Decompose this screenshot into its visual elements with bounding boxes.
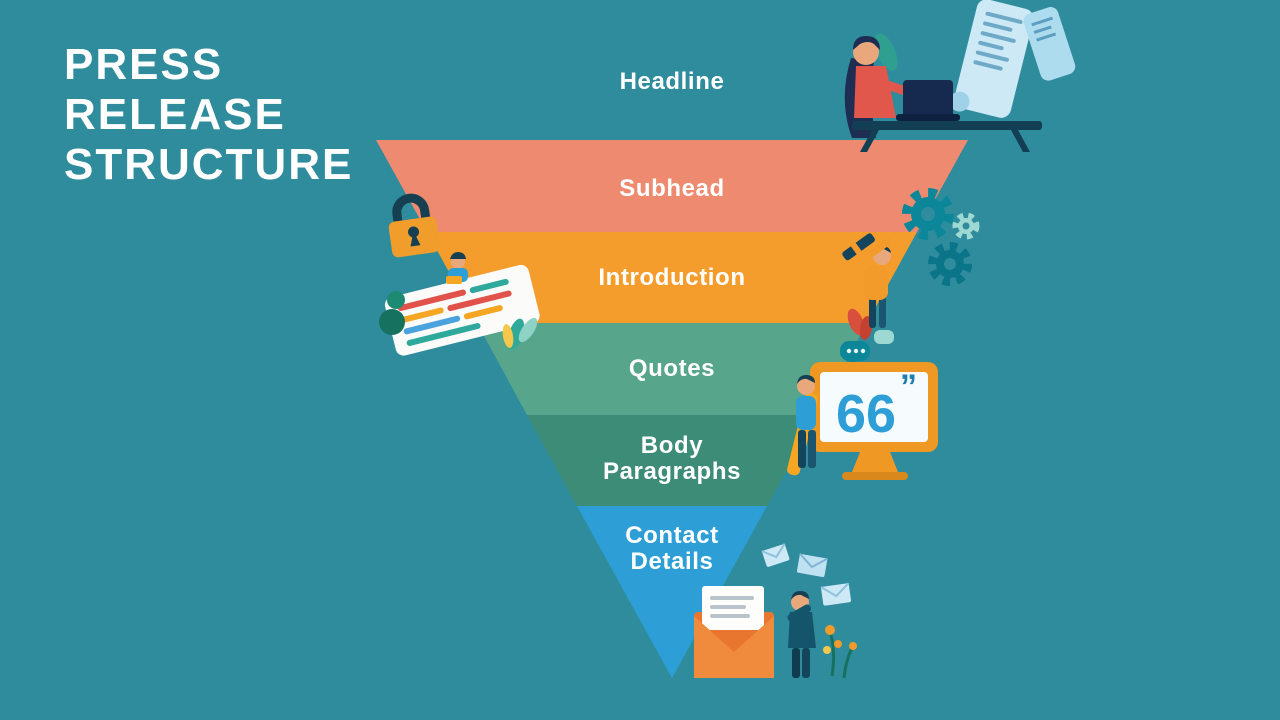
funnel-band-introduction: [427, 232, 917, 323]
quotes-monitor-illustration: 66 ”: [787, 330, 938, 480]
quote-marks-glyph: 66: [836, 384, 896, 444]
padlock-icon: [388, 193, 440, 258]
funnel-label-introduction: Introduction: [598, 264, 746, 291]
funnel-band-quotes: [477, 323, 867, 415]
envelope-mail-illustration: [694, 543, 857, 679]
scroll-document-illustration: [379, 252, 540, 356]
funnel-band-contact-details: [577, 506, 767, 678]
leaf-icon: [874, 33, 898, 71]
laptop-icon: [903, 80, 953, 118]
page-title: PRESS RELEASE STRUCTURE: [64, 40, 354, 189]
telescope-icon: [842, 233, 875, 261]
telescope-person-illustration: [842, 233, 892, 340]
funnel-label-body-paragraphs: Body Paragraphs: [602, 432, 742, 485]
funnel-band-body-paragraphs: [527, 415, 817, 506]
funnel-label-quotes: Quotes: [628, 355, 716, 382]
funnel-label-headline: Headline: [619, 68, 725, 95]
funnel-label-contact-details: Contact Details: [625, 522, 719, 575]
funnel-band-subhead: [376, 140, 968, 232]
funnel-label-subhead: Subhead: [619, 175, 725, 202]
writer-at-desk-illustration: [844, 0, 1076, 152]
gears-icon: [902, 188, 980, 286]
close-quote-glyph: ”: [900, 368, 917, 406]
funnel: [376, 140, 968, 678]
